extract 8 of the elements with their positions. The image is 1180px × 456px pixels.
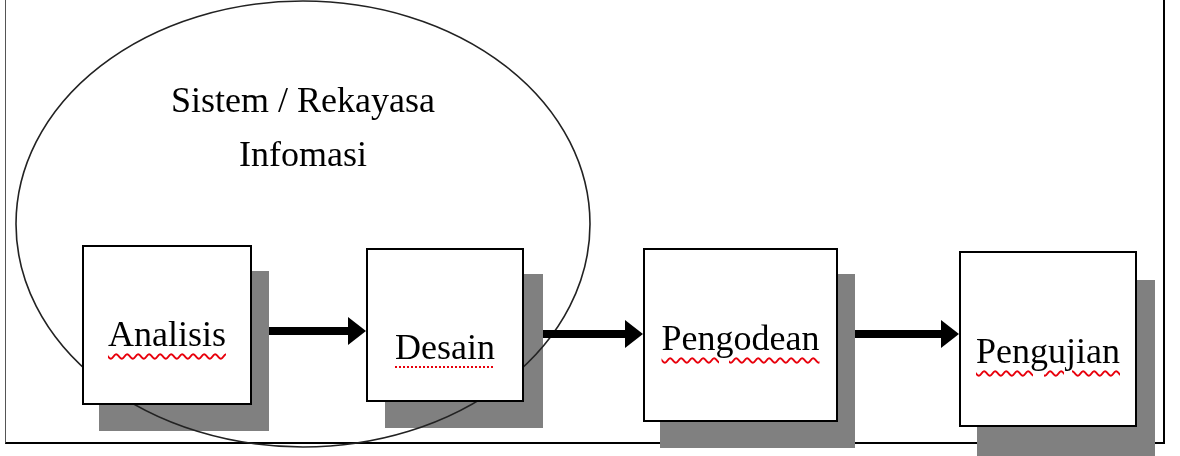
- arrow: [543, 320, 643, 348]
- box-label: Pengodean: [661, 318, 820, 359]
- ellipse-label: Sistem / Rekayasa Infomasi: [170, 79, 436, 176]
- arrow: [269, 317, 366, 345]
- box-label: Pengujian: [976, 331, 1120, 372]
- box-label: Desain: [395, 327, 495, 368]
- box-label: Analisis: [108, 314, 226, 355]
- arrow: [855, 320, 959, 348]
